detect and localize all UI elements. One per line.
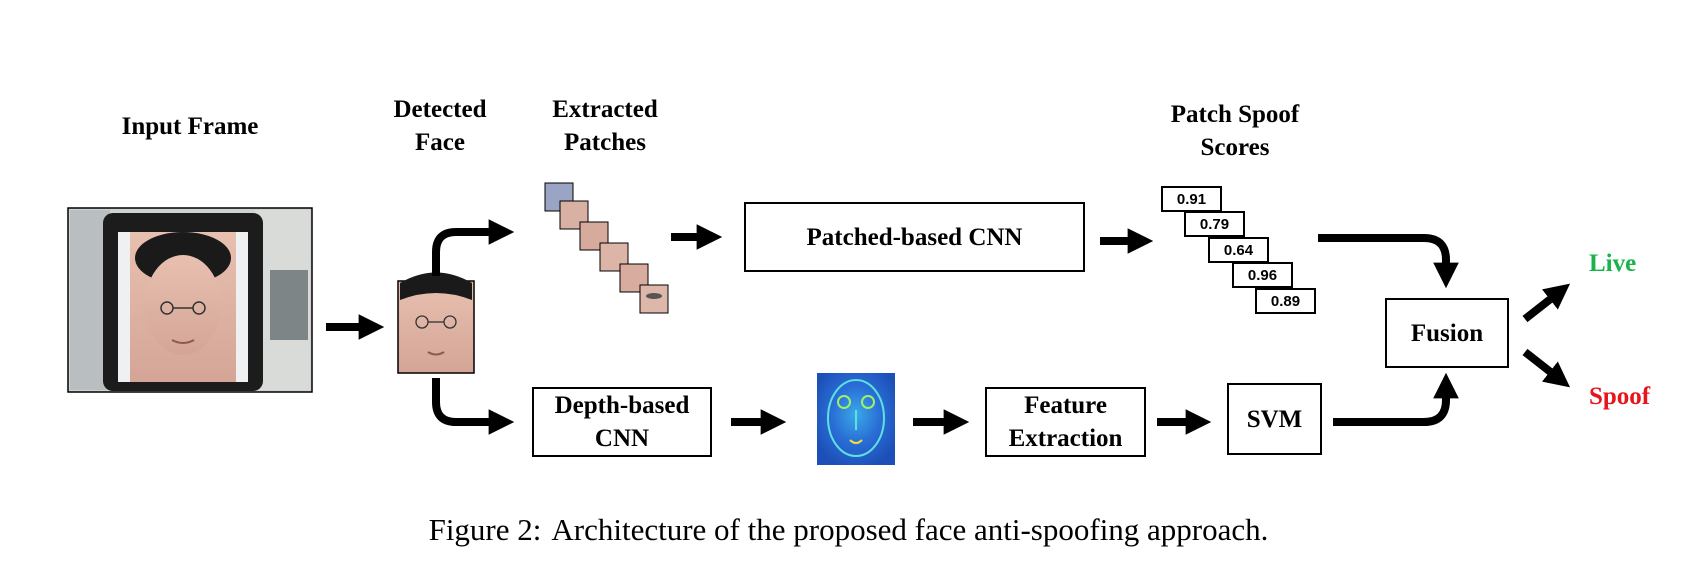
label-detected-face-line2: Face	[415, 129, 465, 156]
depth-cnn-label-line2: CNN	[594, 425, 650, 452]
score-box-1: 0.91	[1161, 186, 1222, 212]
arrow-fusion-to-spoof	[1522, 348, 1571, 388]
score-value: 0.89	[1270, 292, 1301, 310]
label-extracted-patches-line2: Patches	[564, 129, 646, 156]
output-live: Live	[1589, 250, 1637, 277]
depth-cnn-label-line1: Depth-based	[554, 392, 690, 419]
label-extracted-patches: Extracted Patches	[530, 93, 680, 159]
feature-extraction-label-line1: Feature	[1024, 392, 1107, 419]
label-extracted-patches-line1: Extracted	[552, 96, 658, 123]
figure-caption: Figure 2: Architecture of the proposed fa…	[0, 512, 1697, 548]
depth-map-image	[817, 373, 895, 465]
arrow-scores-to-fusion	[1318, 234, 1459, 289]
score-value: 0.91	[1176, 190, 1207, 208]
fusion-box: Fusion	[1385, 298, 1509, 368]
score-box-4: 0.96	[1232, 262, 1293, 288]
svm-label: SVM	[1246, 405, 1303, 433]
arrow-svm-to-fusion	[1333, 372, 1459, 426]
patch-cnn-box: Patched-based CNN	[744, 202, 1085, 272]
arrow-face-to-depth-cnn	[432, 378, 515, 435]
figure-label: Figure 2:	[428, 512, 542, 547]
score-value: 0.79	[1199, 215, 1230, 233]
label-detected-face: Detected Face	[365, 93, 515, 159]
fusion-label: Fusion	[1410, 319, 1484, 347]
label-detected-face-line1: Detected	[393, 96, 487, 123]
extracted-patches	[544, 182, 669, 314]
caption-text: Architecture of the proposed face anti-s…	[551, 512, 1269, 547]
feature-extraction-label-line2: Extraction	[1008, 425, 1123, 452]
output-spoof: Spoof	[1589, 383, 1651, 410]
label-input-frame: Input Frame	[121, 113, 259, 140]
label-patch-spoof-scores-line1: Patch Spoof	[1170, 101, 1300, 128]
arrow-fusion-to-live	[1522, 283, 1571, 323]
score-value: 0.64	[1223, 241, 1254, 259]
label-patch-spoof-scores: Patch Spoof Scores	[1145, 98, 1325, 164]
svm-box: SVM	[1227, 383, 1322, 455]
patch-cnn-label: Patched-based CNN	[806, 223, 1023, 251]
feature-extraction-box: Feature Extraction	[985, 387, 1146, 457]
score-box-5: 0.89	[1255, 288, 1316, 314]
depth-cnn-box: Depth-based CNN	[532, 387, 712, 457]
score-box-3: 0.64	[1208, 237, 1269, 263]
score-value: 0.96	[1247, 266, 1278, 284]
score-box-2: 0.79	[1184, 211, 1245, 237]
detected-face-image	[397, 272, 475, 374]
label-patch-spoof-scores-line2: Scores	[1200, 134, 1270, 161]
input-frame-image	[67, 207, 313, 393]
arrow-face-to-patches	[432, 219, 515, 276]
